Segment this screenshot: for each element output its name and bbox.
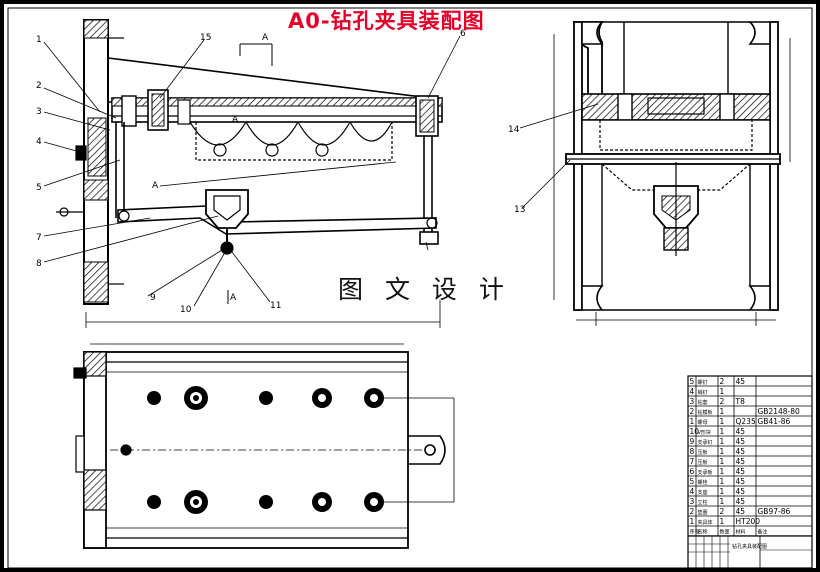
bom-cell-material: 45 — [736, 427, 746, 436]
bom-header-qty: 数量 — [720, 529, 730, 536]
callout-4: 4 — [36, 137, 42, 147]
bom-cell-qty: 1 — [720, 387, 725, 396]
front-view — [43, 19, 461, 328]
bom-cell-material: HT200 — [736, 517, 761, 526]
bom-cell-no: 4 — [690, 487, 695, 496]
bom-cell-material: 45 — [736, 377, 746, 386]
callout-15: 15 — [200, 33, 211, 43]
callout-10: 10 — [180, 305, 192, 315]
bom-cell-qty: 1 — [720, 417, 725, 426]
bom-cell-note: GB41-86 — [758, 417, 791, 426]
bom-cell-name: 立柱 — [698, 499, 708, 506]
bom-cell-no: 3 — [690, 497, 695, 506]
bom-cell-name: 压板 — [698, 459, 708, 466]
bom-cell-qty: 1 — [720, 447, 725, 456]
bom-cell-no: 5 — [690, 477, 695, 486]
bom-cell-no: 1 — [690, 417, 695, 426]
callout-6: 6 — [460, 29, 466, 39]
bom-cell-name: 支承钉 — [698, 439, 713, 446]
callout-3: 3 — [36, 107, 42, 117]
callout-2: 2 — [36, 81, 42, 91]
callout-1: 1 — [36, 35, 42, 45]
callout-labels: 1 2 3 4 5 7 8 9 10 11 15 6 14 13 A A A A — [36, 29, 525, 315]
bom-cell-material: 45 — [736, 487, 746, 496]
bom-cell-no: 10 — [690, 427, 700, 436]
bom-cell-name: 销钉 — [698, 389, 708, 396]
side-view — [519, 21, 791, 326]
top-view — [73, 343, 455, 549]
bom-cell-qty: 1 — [720, 407, 725, 416]
bom-cell-no: 1 — [690, 517, 695, 526]
bom-cell-name: 钻套 — [698, 399, 708, 406]
bom-cell-qty: 1 — [720, 437, 725, 446]
callout-13: 13 — [514, 205, 525, 215]
bom-cell-qty: 1 — [720, 517, 725, 526]
bom-cell-material: 45 — [736, 437, 746, 446]
bom-cell-material: 45 — [736, 507, 746, 516]
bom-cell-note: GB2148-80 — [758, 407, 801, 416]
bom-cell-material: 45 — [736, 497, 746, 506]
bom-cell-no: 2 — [690, 407, 695, 416]
bom-cell-name: 螺栓 — [698, 479, 708, 486]
section-label-left: A — [152, 181, 159, 191]
bom-cell-qty: 2 — [720, 397, 725, 406]
bom-cell-name: 螺钉 — [698, 379, 708, 386]
bom-cell-no: 6 — [690, 467, 695, 476]
drawing-title: A0-钻孔夹具装配图 — [288, 9, 485, 33]
bom-cell-name: 螺母 — [698, 419, 708, 426]
callout-11: 11 — [270, 301, 281, 311]
bom-cell-no: 7 — [690, 457, 695, 466]
bom-cell-material: 45 — [736, 477, 746, 486]
bom-cell-name: 支承板 — [698, 469, 713, 476]
callout-5: 5 — [36, 183, 42, 193]
bom-cell-qty: 1 — [720, 427, 725, 436]
bom-cell-qty: 1 — [720, 467, 725, 476]
bom-header-name: 名称 — [698, 529, 708, 536]
section-label-center: A — [232, 115, 239, 125]
bom-cell-note: GB97-86 — [758, 507, 791, 516]
bom-cell-material: 45 — [736, 467, 746, 476]
bom-header-material: 材料 — [736, 529, 746, 536]
callout-9: 9 — [150, 293, 156, 303]
bom-cell-qty: 1 — [720, 457, 725, 466]
sheet-frame — [7, 7, 813, 569]
bom-cell-no: 9 — [690, 437, 695, 446]
bom-header-note: 备注 — [758, 529, 768, 536]
bom-cell-material: 45 — [736, 447, 746, 456]
bom-cell-no: 5 — [690, 377, 695, 386]
bom-cell-name: 垫圈 — [698, 509, 708, 516]
bom-header-no: 序号 — [690, 529, 700, 536]
bom-cell-qty: 2 — [720, 507, 725, 516]
section-label-bottom: A — [230, 293, 237, 303]
bom-cell-qty: 1 — [720, 487, 725, 496]
callout-14: 14 — [508, 125, 520, 135]
bom-cell-name: 支座 — [698, 489, 708, 496]
bom-cell-name: 压板 — [698, 449, 708, 456]
bom-cell-name: 钻模板 — [698, 409, 713, 416]
bom-cell-qty: 1 — [720, 477, 725, 486]
bom-cell-material: T8 — [735, 397, 746, 406]
title-block-drawing-name: 钻孔夹具装配图 — [732, 543, 767, 550]
bom-cell-name: V形块 — [698, 429, 711, 436]
callout-7: 7 — [36, 233, 42, 243]
bom-cell-no: 3 — [690, 397, 695, 406]
bom-cell-qty: 1 — [720, 497, 725, 506]
bom-cell-no: 8 — [690, 447, 695, 456]
bom-cell-name: 夹具体 — [698, 519, 713, 526]
bom-cell-material: Q235 — [736, 417, 756, 426]
callout-8: 8 — [36, 259, 42, 269]
bom-cell-qty: 2 — [720, 377, 725, 386]
watermark-text: 图 文 设 计 — [338, 275, 511, 304]
bom-cell-no: 2 — [690, 507, 695, 516]
bom-cell-material: 45 — [736, 457, 746, 466]
top-view-holes — [147, 386, 384, 514]
section-label-top: A — [262, 33, 269, 43]
bom-cell-no: 4 — [690, 387, 695, 396]
